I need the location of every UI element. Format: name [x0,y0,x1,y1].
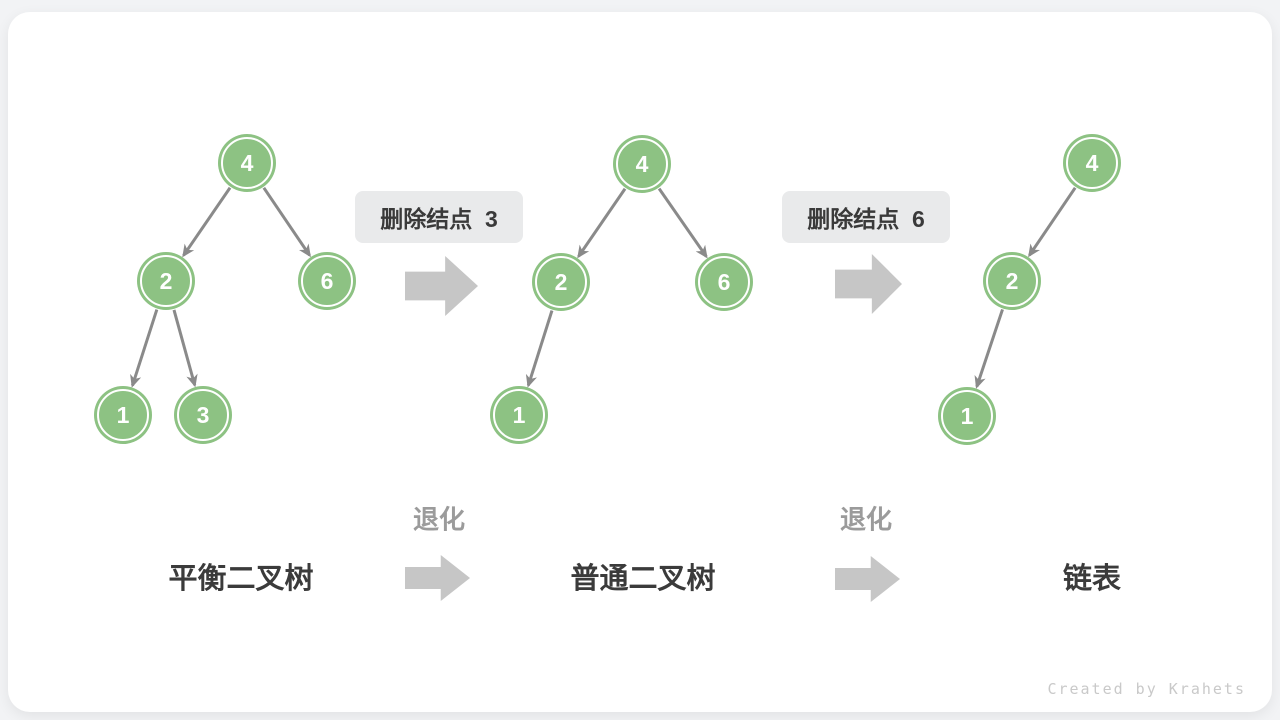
tree-node-6: 6 [301,255,353,307]
tree-node-2: 2 [140,255,192,307]
caption-linked-list: 链表 [1062,563,1122,595]
operation-label-delete-3: 删除结点 3 [355,191,523,243]
tree-node-1: 1 [97,389,149,441]
tree-node-6: 6 [698,256,750,308]
tree-node-value: 2 [159,267,173,294]
degrade-label-right: 退化 [839,504,893,535]
caption-ordinary-binary-tree: 普通二叉树 [570,563,716,595]
tree-node-value: 4 [635,150,649,177]
tree-node-value: 2 [554,268,568,295]
caption-balanced-binary-tree: 平衡二叉树 [168,563,314,595]
tree-node-2: 2 [986,255,1038,307]
operation-label-text: 删除结点 6 [807,206,925,232]
tree-node-value: 1 [116,401,130,428]
tree-node-3: 3 [177,389,229,441]
tree-node-value: 4 [240,149,254,176]
tree-node-4: 4 [221,137,273,189]
card-background [8,12,1272,712]
tree-node-value: 4 [1085,149,1099,176]
tree-node-1: 1 [493,389,545,441]
tree-node-value: 6 [320,267,334,294]
tree-node-2: 2 [535,256,587,308]
tree-node-value: 2 [1005,267,1019,294]
degrade-label-left: 退化 [412,504,466,535]
operation-label-text: 删除结点 3 [380,206,498,232]
credit-text: Created by Krahets [1047,680,1246,698]
tree-node-4: 4 [1066,137,1118,189]
tree-node-value: 1 [512,401,526,428]
tree-node-value: 3 [196,401,210,428]
tree-node-1: 1 [941,390,993,442]
operation-label-delete-6: 删除结点 6 [782,191,950,243]
tree-node-4: 4 [616,138,668,190]
tree-node-value: 1 [960,402,974,429]
tree-node-value: 6 [717,268,731,295]
